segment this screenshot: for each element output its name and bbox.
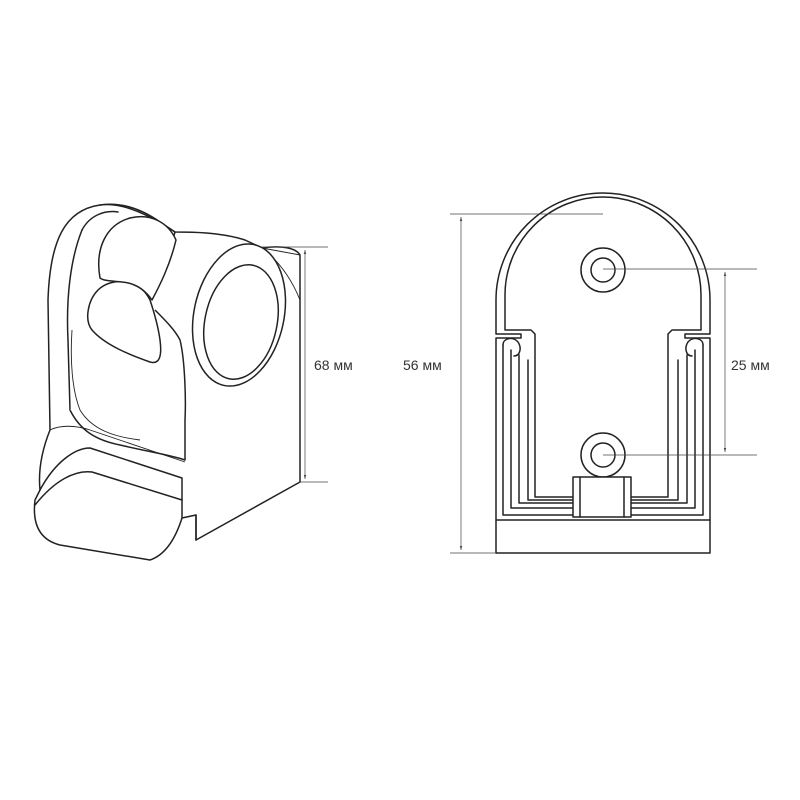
holder-top-cylinder (98, 216, 177, 301)
front-outer-outline (495, 192, 711, 554)
dimension-height-front: 56 мм (403, 213, 603, 554)
front-inner-plate (504, 196, 702, 498)
dimension-label-68: 68 мм (314, 357, 353, 373)
holder-perspective-view (33, 203, 301, 561)
front-latch-block (572, 476, 632, 518)
swivel-cup-inner (203, 264, 279, 380)
mounting-hole-top-inner (590, 257, 616, 283)
dimension-hole-spacing: 25 мм (603, 268, 770, 456)
dimension-height-side: 68 мм (262, 246, 353, 483)
dimension-label-56: 56 мм (403, 357, 442, 373)
holder-front-lip (39, 447, 183, 519)
holder-front-view (495, 192, 711, 554)
dimension-label-25: 25 мм (731, 357, 770, 373)
